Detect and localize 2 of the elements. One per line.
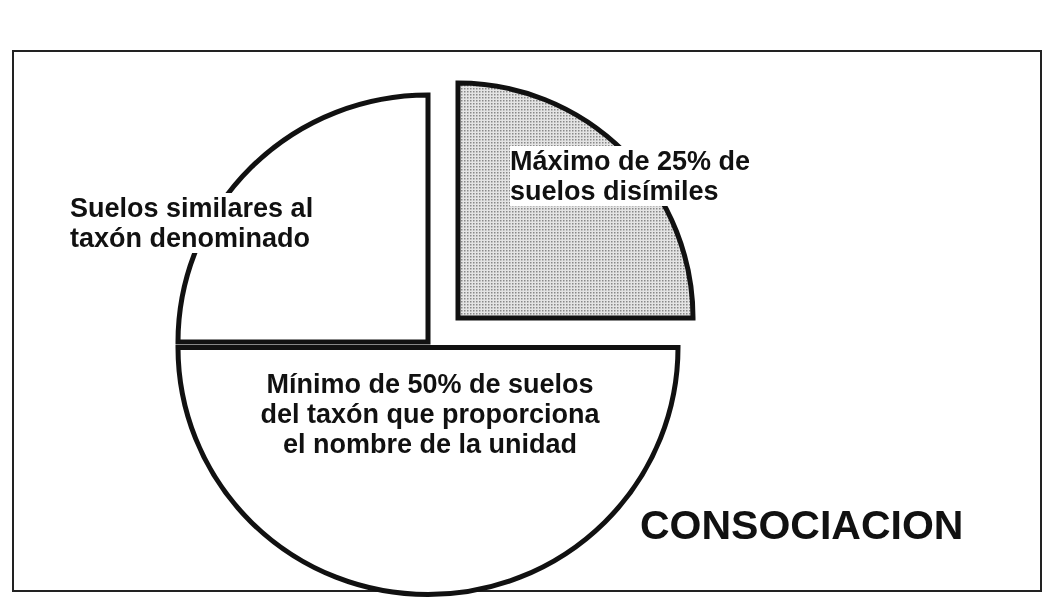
diagram-label: CONSOCIACION: [640, 502, 964, 549]
sector-label: Mínimo de 50% de suelos del taxón que proporciona el nombre de la unidad: [259, 369, 601, 459]
